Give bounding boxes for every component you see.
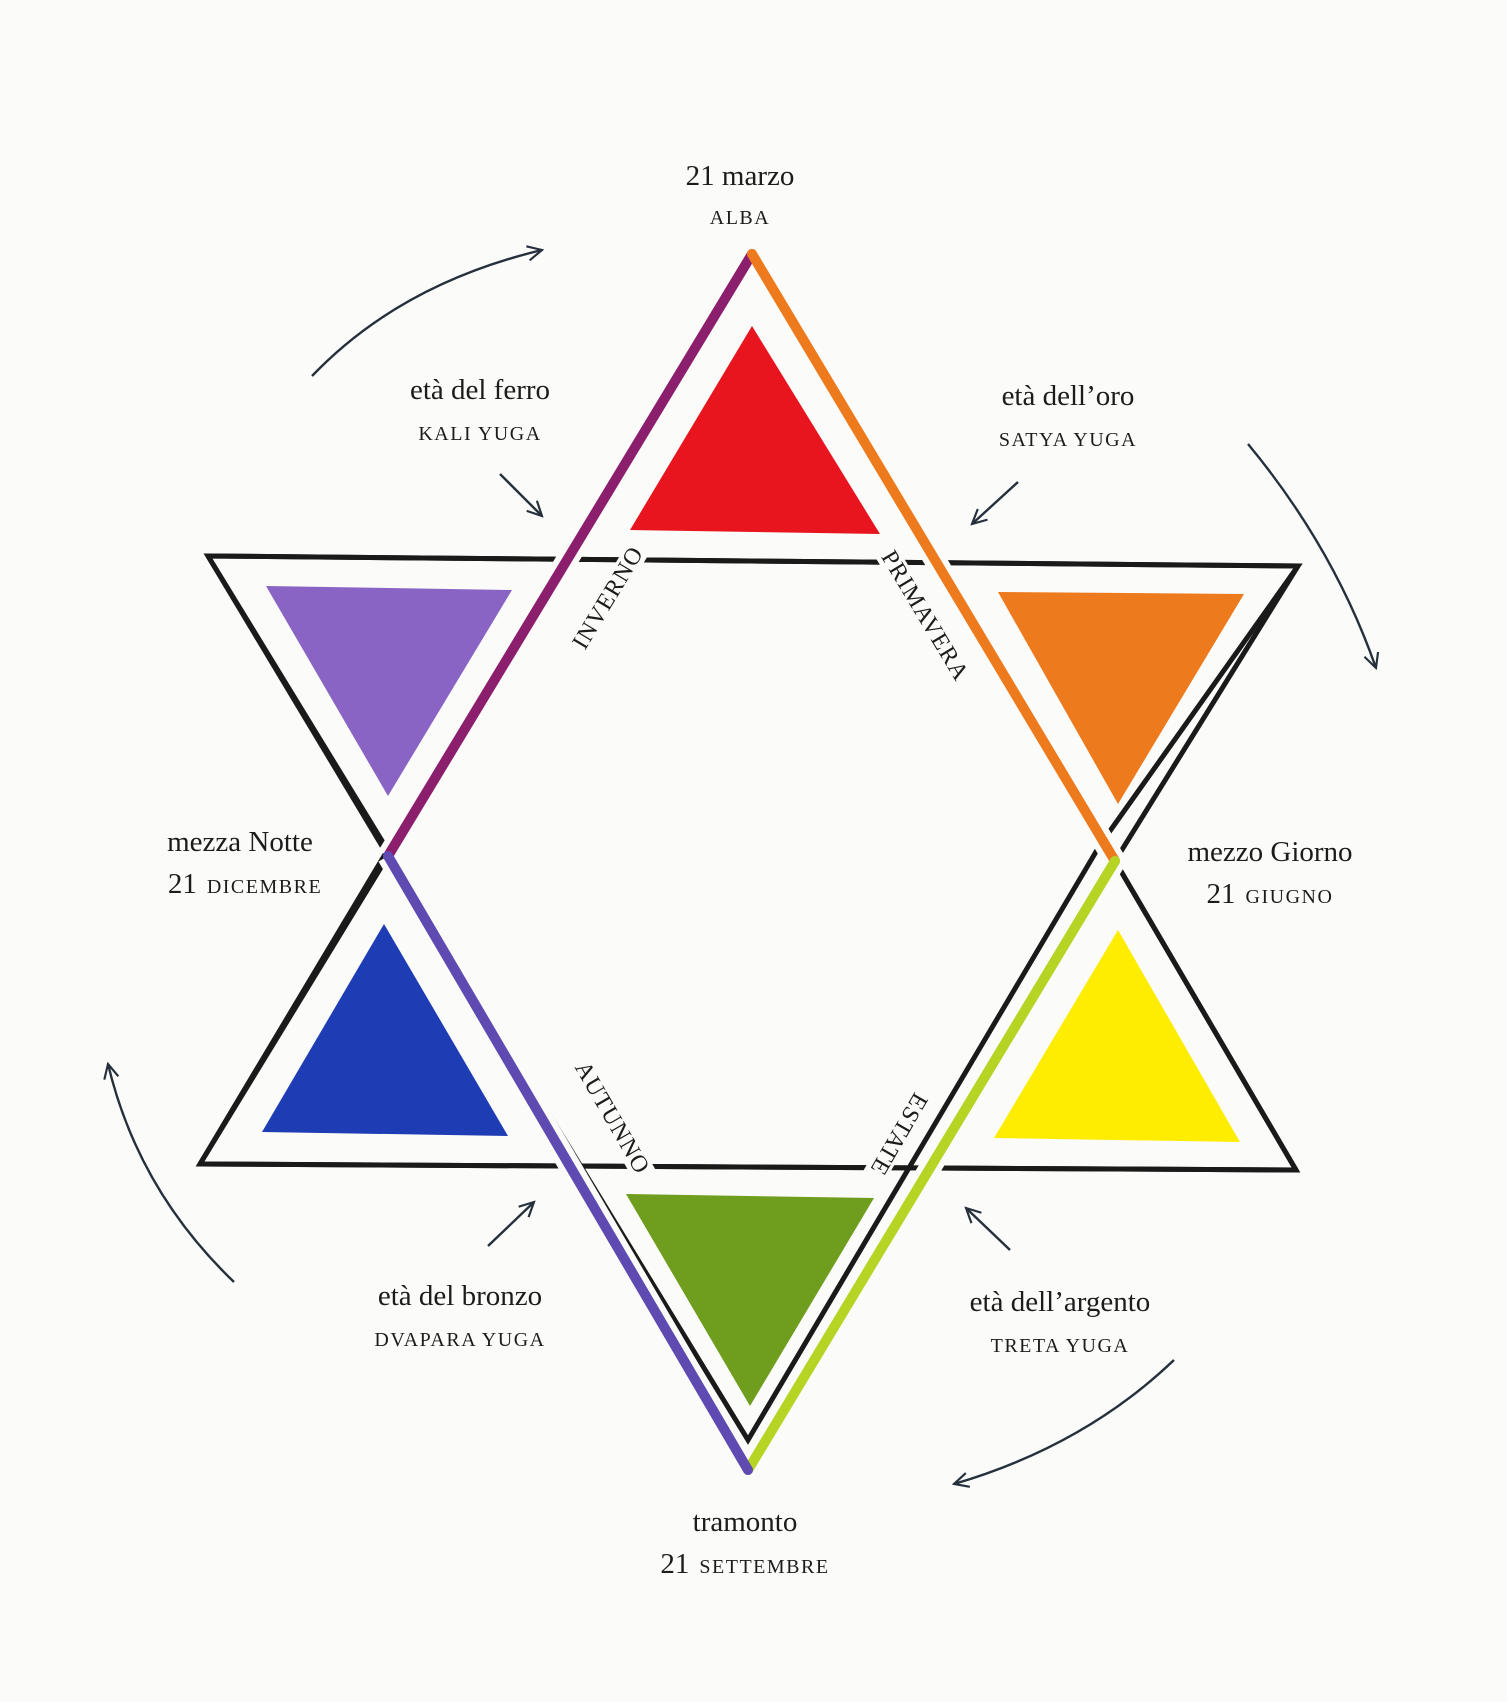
edge-winter bbox=[383, 249, 757, 861]
label-dvapara-yuga: DVAPARA YUGA bbox=[374, 1329, 546, 1351]
down-triangle-left-side bbox=[205, 554, 391, 858]
edge-summer bbox=[743, 856, 1120, 1475]
arrow-iron bbox=[499, 473, 542, 516]
edge-spring bbox=[747, 249, 1120, 866]
curved-arrow-top-left bbox=[311, 250, 542, 377]
label-eta-argento: età dell’argento bbox=[969, 1286, 1151, 1318]
label-21-settembre: 21 SETTEMBRE bbox=[620, 1550, 870, 1579]
arrow-gold bbox=[972, 481, 1019, 524]
down-triangle-top-edge bbox=[207, 553, 1299, 569]
curved-arrow-bottom-left bbox=[108, 1064, 235, 1283]
edge-autumn bbox=[383, 851, 753, 1475]
label-mezzo-giorno: mezzo Giorno bbox=[1187, 836, 1353, 868]
month-dicembre: DICEMBRE bbox=[206, 876, 323, 898]
label-eta-bronzo: età del bronzo bbox=[377, 1280, 543, 1312]
label-tramonto: tramonto bbox=[692, 1506, 798, 1538]
label-eta-oro: età dell’oro bbox=[1001, 380, 1135, 412]
label-mezza-notte: mezza Notte bbox=[167, 826, 313, 858]
month-giugno: GIUGNO bbox=[1245, 886, 1334, 908]
label-kali-yuga: KALI YUGA bbox=[418, 423, 542, 445]
up-triangle-bottom-edge bbox=[199, 1161, 1297, 1173]
arrow-bronze bbox=[487, 1202, 534, 1247]
triangle-red bbox=[630, 326, 880, 534]
label-21-giugno: 21 GIUGNO bbox=[1150, 880, 1390, 909]
label-satya-yuga: SATYA YUGA bbox=[998, 429, 1138, 451]
triangle-yellow bbox=[994, 930, 1240, 1142]
day-dicembre: 21 bbox=[167, 868, 197, 900]
curved-arrow-bottom-right bbox=[954, 1359, 1175, 1484]
day-giugno: 21 bbox=[1206, 878, 1236, 910]
triangle-violet bbox=[266, 586, 512, 796]
label-alba: ALBA bbox=[709, 207, 771, 229]
arrow-silver bbox=[966, 1208, 1011, 1251]
up-triangle-right-lower bbox=[1112, 859, 1299, 1172]
season-edges bbox=[378, 232, 1128, 1492]
triangle-blue bbox=[262, 924, 508, 1136]
up-triangle-left-lower bbox=[197, 854, 391, 1166]
curved-arrow-top-right bbox=[1247, 443, 1376, 668]
label-treta-yuga: TRETA YUGA bbox=[990, 1335, 1130, 1357]
down-triangle-right-side bbox=[1112, 564, 1301, 863]
label-21-dicembre: 21 DICEMBRE bbox=[140, 870, 350, 899]
triangle-orange bbox=[998, 592, 1244, 804]
triangle-green bbox=[626, 1194, 874, 1406]
day-settembre: 21 bbox=[660, 1548, 690, 1580]
month-settembre: SETTEMBRE bbox=[699, 1556, 830, 1578]
label-21-marzo: 21 marzo bbox=[685, 160, 795, 192]
label-eta-ferro: età del ferro bbox=[409, 374, 551, 406]
